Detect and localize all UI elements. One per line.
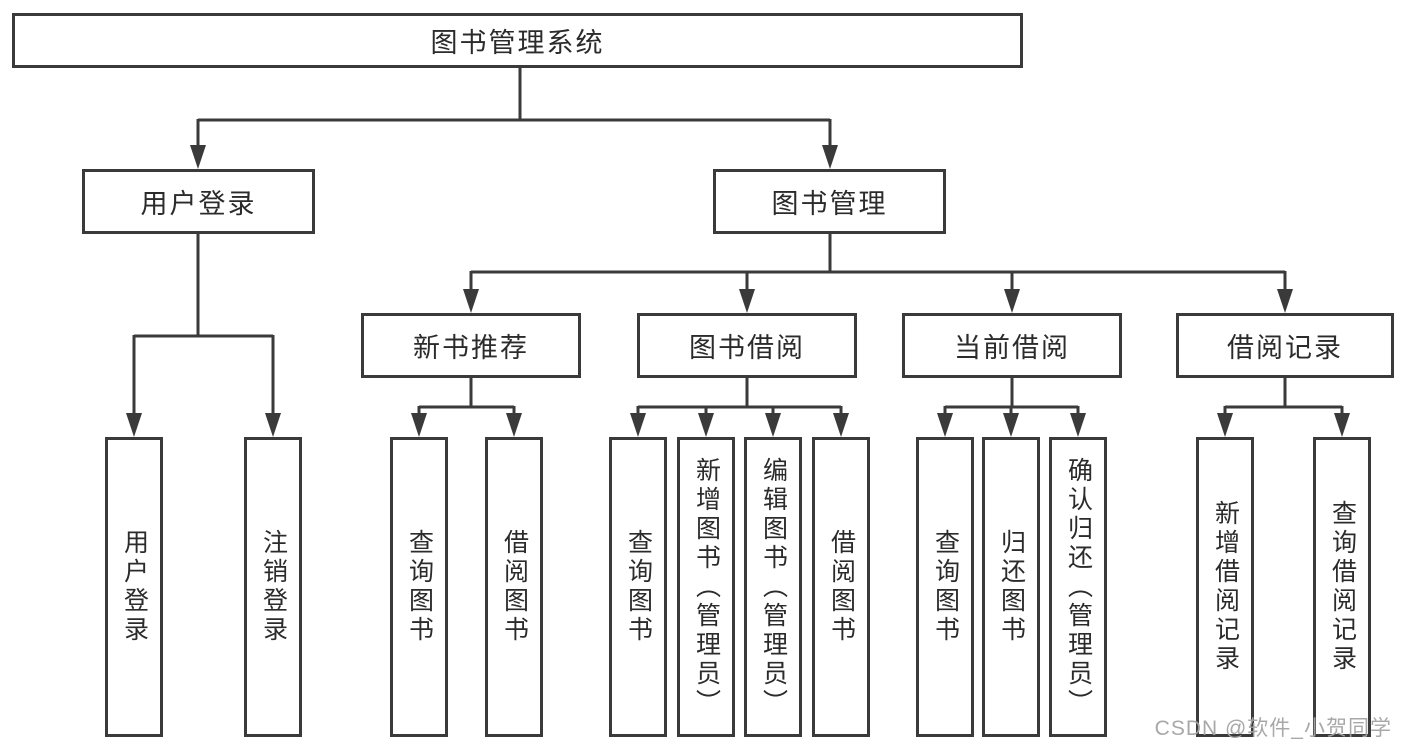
arrowhead-icon xyxy=(506,413,522,437)
arrowhead-icon xyxy=(630,413,646,437)
arrowhead-icon xyxy=(833,413,849,437)
arrowhead-icon xyxy=(698,413,714,437)
arrowhead-icon xyxy=(1277,289,1293,313)
arrowhead-icon xyxy=(739,289,755,313)
connector-path xyxy=(943,378,1080,417)
node-leaf-query-borrow-record: 查询借阅记录 xyxy=(1313,437,1371,737)
node-leaf-query-book-borrow: 查询图书 xyxy=(609,437,667,737)
arrowhead-icon xyxy=(265,413,281,437)
arrowhead-icon xyxy=(1004,289,1020,313)
connector-path xyxy=(417,378,516,417)
node-leaf-query-book-current: 查询图书 xyxy=(916,437,974,737)
node-leaf-borrow-book-rec: 借阅图书 xyxy=(485,437,543,737)
connector-path xyxy=(132,234,275,417)
arrowhead-icon xyxy=(822,145,838,169)
arrowhead-icon xyxy=(411,413,427,437)
node-leaf-logout: 注销登录 xyxy=(244,437,302,737)
node-leaf-confirm-return-admin: 确认归还（管理员） xyxy=(1049,437,1107,737)
node-leaf-query-book-rec: 查询图书 xyxy=(390,437,448,737)
node-root-system: 图书管理系统 xyxy=(12,13,1023,68)
node-leaf-user-login: 用户登录 xyxy=(105,437,163,737)
arrowhead-icon xyxy=(463,289,479,313)
node-leaf-add-book-admin: 新增图书（管理员） xyxy=(677,437,735,737)
arrowhead-icon xyxy=(1217,413,1233,437)
node-book-management: 图书管理 xyxy=(713,169,946,234)
node-leaf-edit-book-admin: 编辑图书（管理员） xyxy=(744,437,802,737)
arrowhead-icon xyxy=(765,413,781,437)
connector-path xyxy=(1223,378,1344,417)
node-leaf-return-book: 归还图书 xyxy=(982,437,1040,737)
node-user-login: 用户登录 xyxy=(82,169,315,234)
connector-path xyxy=(196,68,832,149)
connector-path xyxy=(636,378,843,417)
arrowhead-icon xyxy=(190,145,206,169)
node-borrowing-records: 借阅记录 xyxy=(1176,313,1394,378)
arrowhead-icon xyxy=(126,413,142,437)
node-book-borrowing: 图书借阅 xyxy=(637,313,857,378)
connector-path xyxy=(469,234,1287,293)
node-leaf-add-borrow-record: 新增借阅记录 xyxy=(1196,437,1254,737)
arrowhead-icon xyxy=(1003,413,1019,437)
node-new-book-recommend: 新书推荐 xyxy=(361,313,581,378)
arrowhead-icon xyxy=(1070,413,1086,437)
node-leaf-borrow-book-borrow: 借阅图书 xyxy=(812,437,870,737)
arrowhead-icon xyxy=(1334,413,1350,437)
arrowhead-icon xyxy=(937,413,953,437)
node-current-borrowing: 当前借阅 xyxy=(902,313,1122,378)
